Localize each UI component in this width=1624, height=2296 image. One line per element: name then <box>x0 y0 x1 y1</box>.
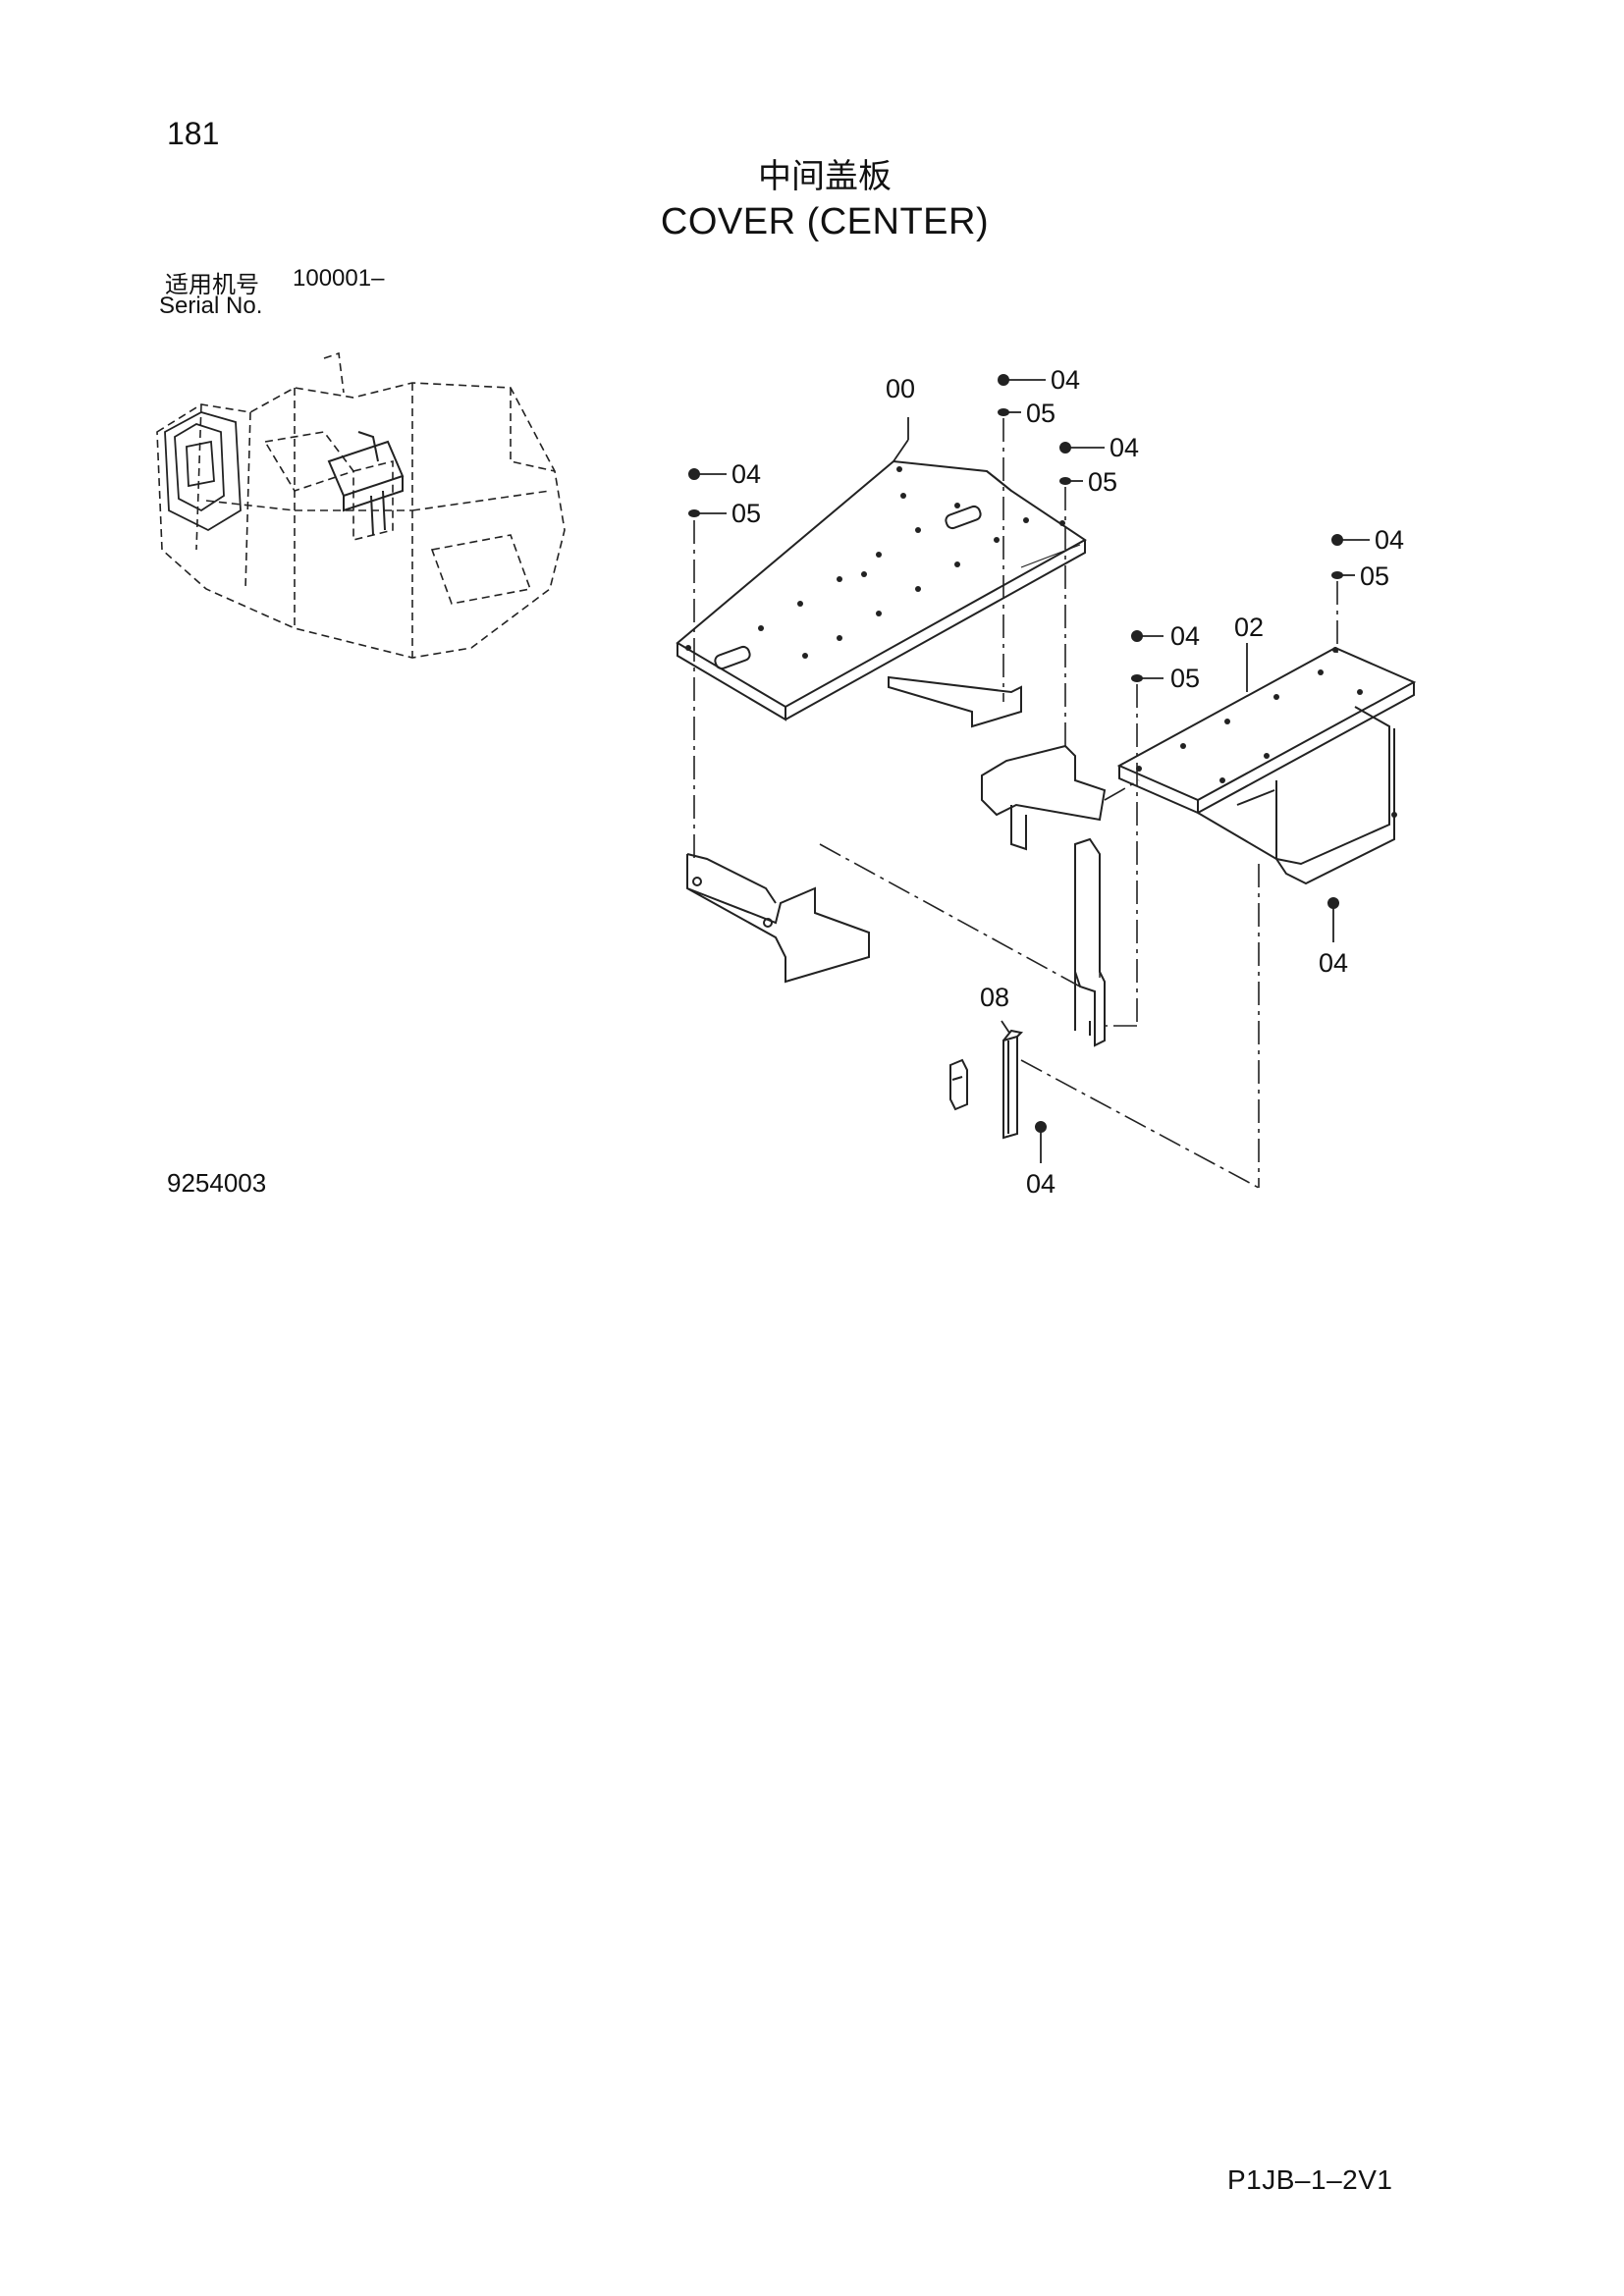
callout-04: 04 <box>1051 365 1080 395</box>
bolt-icon <box>1035 1121 1047 1133</box>
callout-05: 05 <box>1026 399 1056 428</box>
page-number: 181 <box>167 116 220 151</box>
washer-icon <box>1059 477 1071 485</box>
washer-icon <box>688 509 700 517</box>
callout-05: 05 <box>1170 664 1200 693</box>
part-02-side-cover <box>1116 646 1417 885</box>
bolt-icon <box>1331 534 1343 546</box>
washer-icon <box>1331 571 1343 579</box>
bolt-icon <box>1131 630 1143 642</box>
callout-00: 00 <box>886 374 915 403</box>
callout-05: 05 <box>1088 467 1117 497</box>
callout-02: 02 <box>1234 613 1264 642</box>
cab-outline <box>164 411 242 532</box>
assembly-lines <box>693 418 1338 1189</box>
machine-overview-illustration <box>156 351 566 659</box>
serial-label-english: Serial No. <box>159 293 263 319</box>
washer-icon <box>998 408 1009 416</box>
drawing-number: 9254003 <box>167 1168 267 1198</box>
title-english: COVER (CENTER) <box>660 201 990 242</box>
vertical-bracket-assembly <box>981 744 1107 1047</box>
callout-08: 08 <box>980 983 1009 1012</box>
callout-05: 05 <box>731 499 761 528</box>
callout-04: 04 <box>1026 1169 1056 1199</box>
washer-icon <box>1131 674 1143 682</box>
bolt-icon <box>1059 442 1071 454</box>
callout-04: 04 <box>1375 525 1404 555</box>
support-bracket-left <box>686 853 870 984</box>
bolt-icon <box>1327 897 1339 909</box>
cover-plate-holes <box>685 466 1065 659</box>
bolt-icon <box>998 374 1009 386</box>
title-chinese: 中间盖板 <box>758 157 892 196</box>
document-code: P1JB–1–2V1 <box>1227 2164 1393 2195</box>
fasteners <box>688 374 1343 1133</box>
callout-04: 04 <box>1170 621 1200 651</box>
callout-04: 04 <box>1110 433 1139 462</box>
serial-label-chinese: 适用机号 <box>165 271 259 298</box>
callout-05: 05 <box>1360 561 1389 591</box>
bolt-icon <box>688 468 700 480</box>
serial-value: 100001– <box>293 265 385 292</box>
support-bracket-center <box>888 675 1022 728</box>
part-08-latch-bar <box>949 1029 1024 1140</box>
callout-04: 04 <box>731 459 761 489</box>
callout-04: 04 <box>1319 948 1348 978</box>
highlighted-cover-thumbnail <box>327 431 405 536</box>
leader-lines <box>699 379 1370 1163</box>
